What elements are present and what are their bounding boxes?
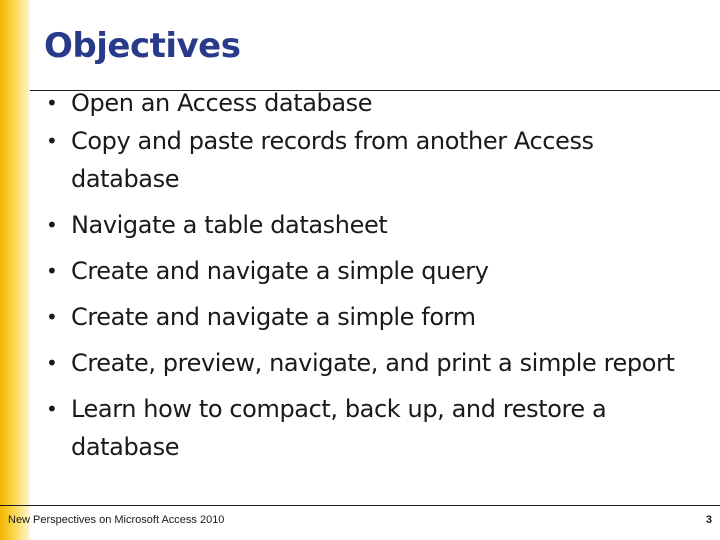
bullet-icon: • bbox=[46, 213, 58, 237]
bullet-text: Create and navigate a simple query bbox=[71, 257, 489, 285]
bullet-item: • Navigate a table datasheet bbox=[46, 206, 686, 244]
slide-title: Objectives bbox=[44, 26, 241, 66]
bullet-item: • Learn how to compact, back up, and res… bbox=[46, 390, 686, 466]
bullet-icon: • bbox=[46, 129, 58, 153]
footer-divider-right bbox=[686, 505, 720, 506]
bullet-text: Create, preview, navigate, and print a s… bbox=[71, 349, 675, 377]
bullet-item: • Create and navigate a simple query bbox=[46, 252, 686, 290]
bullet-text: Copy and paste records from another Acce… bbox=[71, 127, 594, 193]
bullet-item: • Open an Access database bbox=[46, 84, 686, 122]
bullet-icon: • bbox=[46, 259, 58, 283]
bullet-item: • Copy and paste records from another Ac… bbox=[46, 122, 686, 198]
bullet-icon: • bbox=[46, 351, 58, 375]
bullet-text: Learn how to compact, back up, and resto… bbox=[71, 395, 607, 461]
bullet-icon: • bbox=[46, 91, 58, 115]
bullet-icon: • bbox=[46, 397, 58, 421]
bullet-icon: • bbox=[46, 305, 58, 329]
bullet-item: • Create, preview, navigate, and print a… bbox=[46, 344, 686, 382]
bullet-text: Create and navigate a simple form bbox=[71, 303, 476, 331]
page-number: 3 bbox=[705, 514, 712, 526]
left-accent-bar bbox=[0, 0, 30, 540]
title-divider bbox=[30, 90, 720, 91]
bullet-text: Open an Access database bbox=[71, 89, 373, 117]
bullet-item: • Create and navigate a simple form bbox=[46, 298, 686, 336]
footer-divider bbox=[0, 505, 686, 506]
footer-text: New Perspectives on Microsoft Access 201… bbox=[8, 514, 225, 526]
bullet-text: Navigate a table datasheet bbox=[71, 211, 388, 239]
bullet-list: • Open an Access database • Copy and pas… bbox=[46, 84, 686, 474]
